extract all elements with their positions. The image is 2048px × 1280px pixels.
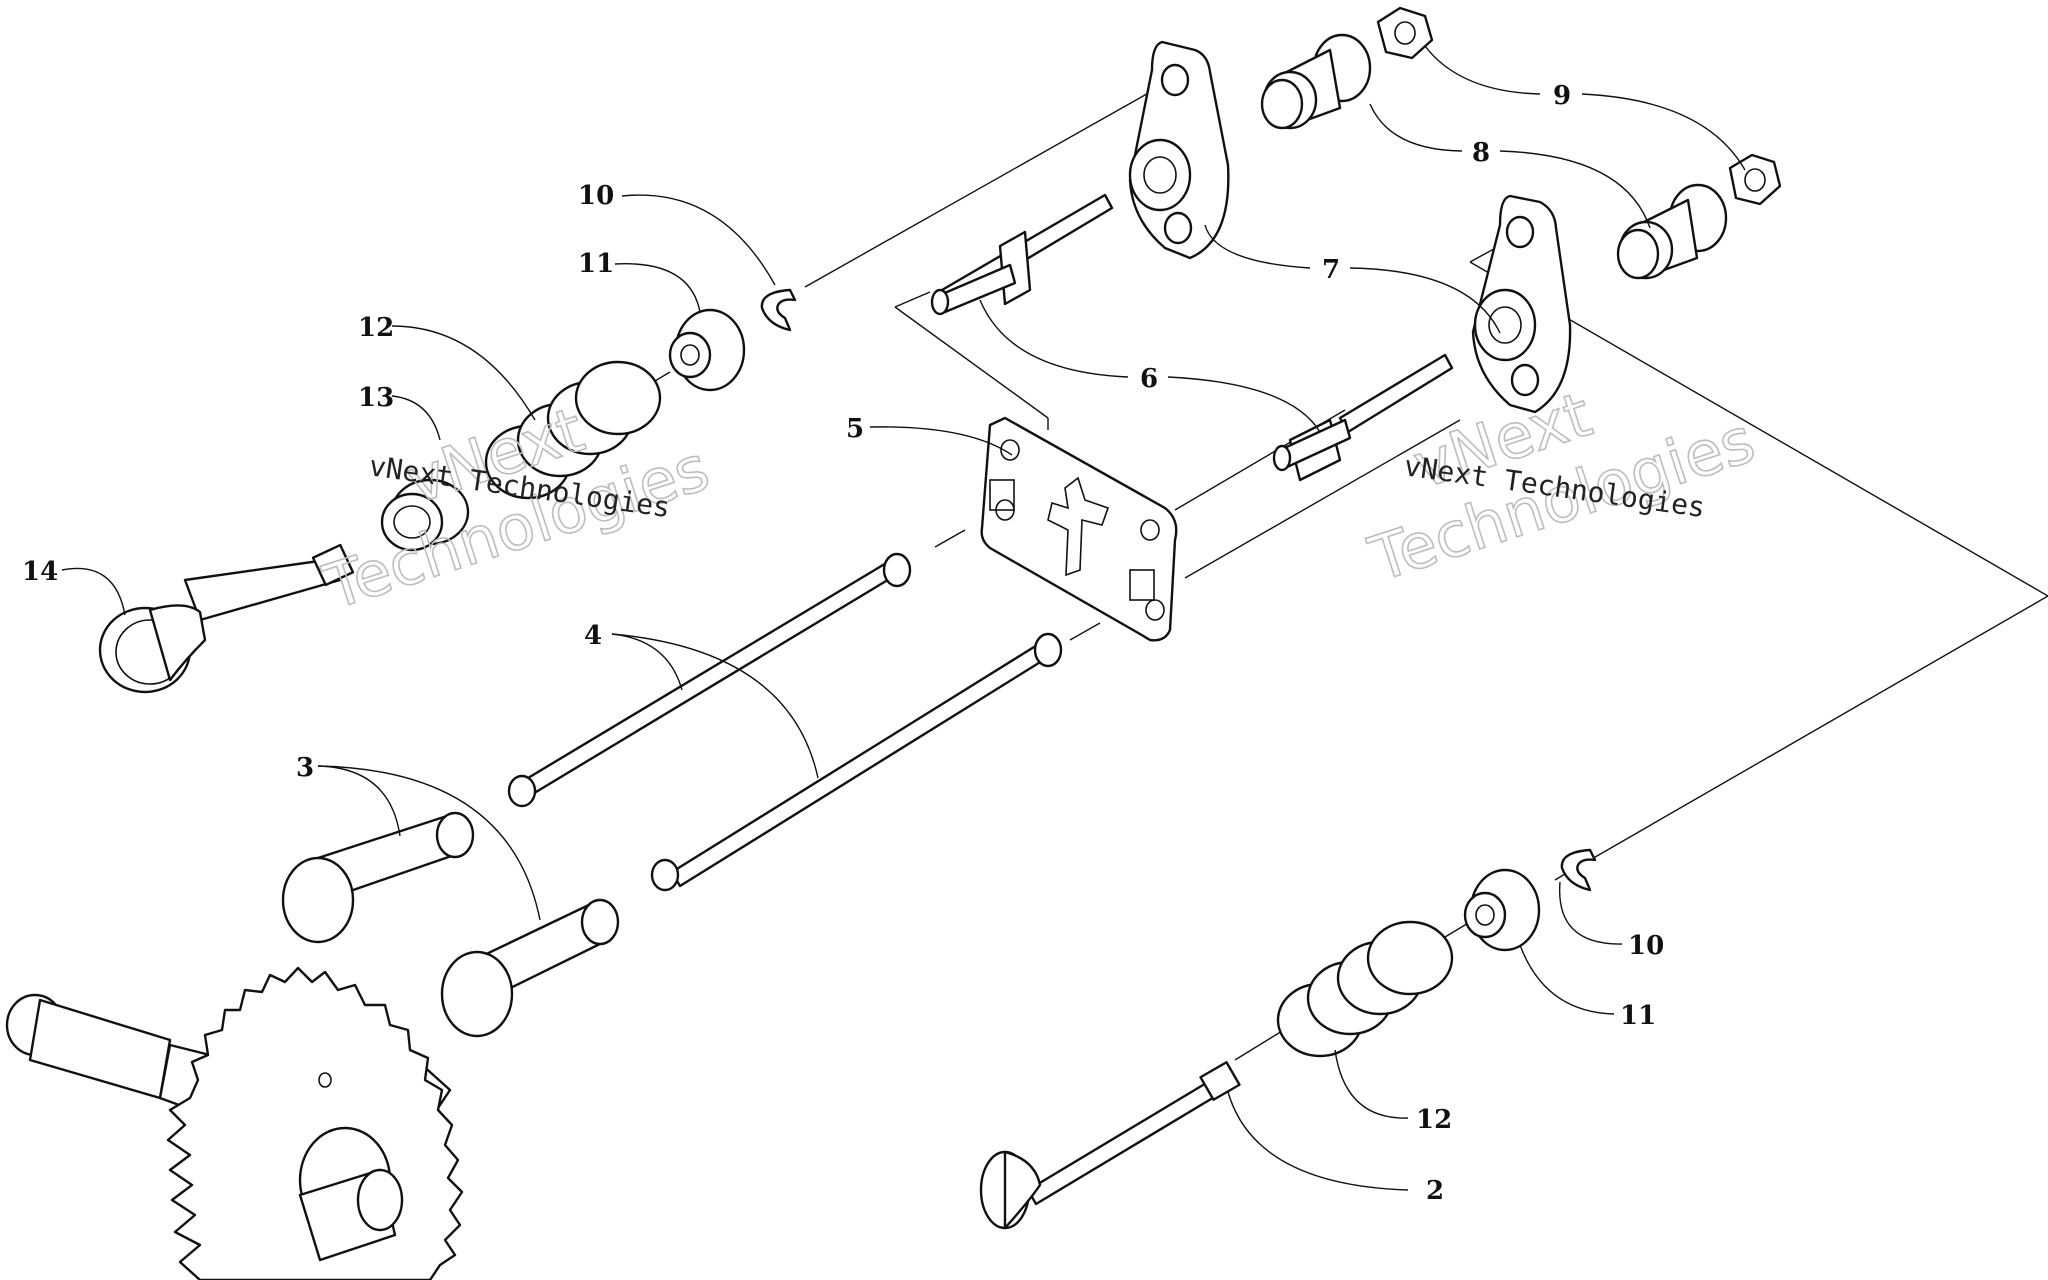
callout-6: 6 [1140, 364, 1158, 394]
tappet-3-upper [281, 811, 475, 944]
guide-plate-5 [980, 416, 1178, 642]
rocker-arm-7-upper [1128, 40, 1230, 260]
retainer-11-upper [668, 308, 746, 392]
nut-9-upper [1376, 6, 1434, 60]
tappet-3-lower [440, 898, 620, 1038]
callout-11-upper: 11 [578, 249, 614, 279]
valve-14 [98, 543, 355, 694]
callout-2: 2 [1426, 1176, 1444, 1206]
callout-12-upper: 12 [358, 313, 394, 343]
pivot-8-upper [1260, 33, 1372, 130]
callout-4: 4 [584, 621, 602, 651]
callout-11-lower: 11 [1620, 1001, 1656, 1031]
keeper-10-lower [1560, 848, 1597, 892]
assembly-lines [639, 77, 2048, 1061]
spring-12-lower [1276, 920, 1454, 1058]
nut-9-lower [1728, 153, 1782, 206]
valve-2 [979, 1061, 1241, 1230]
pivot-8-lower [1616, 183, 1728, 280]
callout-14: 14 [22, 557, 58, 587]
callout-8: 8 [1472, 138, 1490, 168]
callout-13: 13 [358, 383, 394, 413]
callout-10-lower: 10 [1628, 931, 1664, 961]
seal-13 [380, 478, 470, 552]
callout-7: 7 [1322, 255, 1340, 285]
callout-9: 9 [1553, 81, 1571, 111]
push-rod-4-lower [650, 632, 1063, 892]
callout-12-lower: 12 [1416, 1105, 1452, 1135]
callout-5: 5 [846, 414, 864, 444]
spring-12-upper [484, 360, 662, 500]
stud-6-upper [930, 193, 1114, 316]
rocker-arm-7-lower [1471, 194, 1572, 414]
callout-labels: 10 11 12 13 14 3 4 5 6 7 8 9 10 11 12 2 [22, 81, 1664, 1206]
keeper-10-upper [760, 288, 797, 332]
callout-3: 3 [296, 753, 314, 783]
push-rod-4-upper [507, 552, 912, 808]
callout-10-upper: 10 [578, 181, 614, 211]
callout-leaders [61, 45, 1746, 1191]
camshaft-gear [5, 966, 464, 1280]
retainer-11-lower [1463, 868, 1541, 952]
